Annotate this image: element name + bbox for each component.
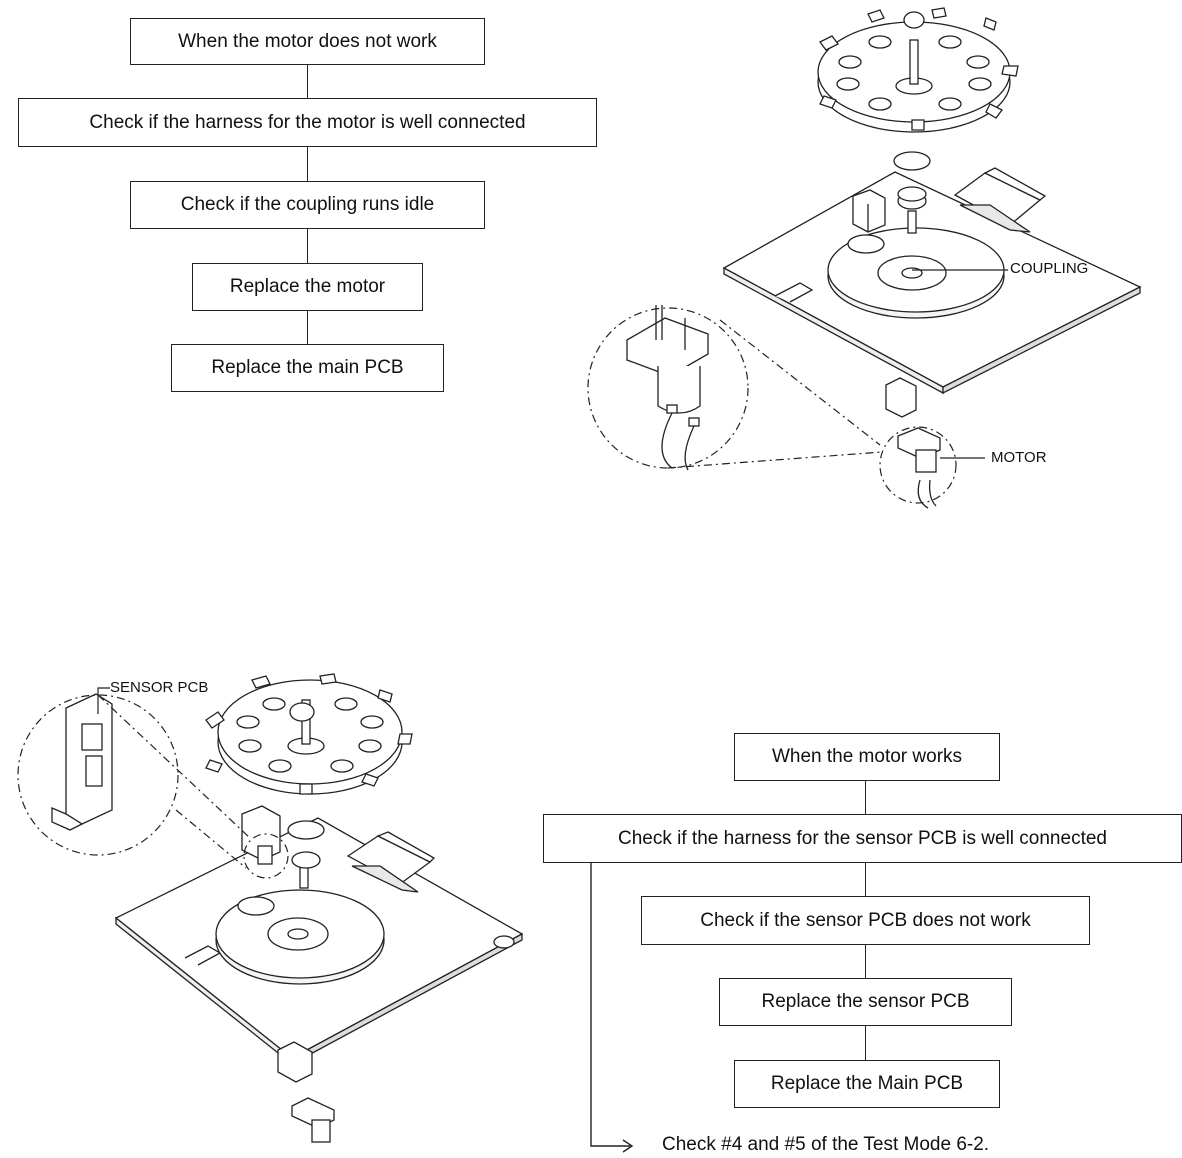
flow-step-motor-not-working: When the motor does not work: [130, 18, 485, 65]
step-text: Check if the harness for the sensor PCB …: [618, 827, 1107, 849]
connector-line: [307, 311, 308, 344]
base-plate: [114, 817, 524, 1059]
flow-step-check-sensor-harness: Check if the harness for the sensor PCB …: [543, 814, 1182, 863]
flow-step-replace-sensor-pcb: Replace the sensor PCB: [719, 978, 1012, 1026]
step-text: When the motor does not work: [178, 30, 437, 52]
step-text: Replace the main PCB: [211, 357, 404, 378]
flow-step-check-motor-harness: Check if the harness for the motor is we…: [18, 98, 597, 147]
connector-line: [865, 944, 866, 978]
connector-line: [307, 64, 308, 98]
connector-line: [307, 229, 308, 263]
flow-step-replace-motor: Replace the motor: [192, 263, 423, 311]
connector-line: [865, 780, 866, 814]
step-text: Replace the sensor PCB: [761, 991, 970, 1012]
step-text: Check if the harness for the motor is we…: [89, 111, 526, 133]
connector-line: [865, 1026, 866, 1060]
connector-line: [307, 147, 308, 181]
step-text: Check if the sensor PCB does not work: [700, 909, 1031, 931]
step-text: Replace the motor: [229, 276, 386, 297]
flow-step-replace-main-pcb: Replace the main PCB: [171, 344, 444, 392]
flow-step-check-coupling: Check if the coupling runs idle: [130, 181, 485, 229]
step-text: Check if the coupling runs idle: [180, 194, 435, 215]
flow-step-replace-main-pcb-2: Replace the Main PCB: [734, 1060, 1000, 1108]
step-text: When the motor works: [771, 746, 963, 767]
connector-line: [865, 862, 866, 896]
flow-step-motor-works: When the motor works: [734, 733, 1000, 781]
motor-label: MOTOR: [991, 449, 1047, 466]
sensor-pcb-label: SENSOR PCB: [110, 679, 209, 696]
flow-step-check-sensor-pcb: Check if the sensor PCB does not work: [641, 896, 1090, 945]
step-text: Replace the Main PCB: [770, 1073, 964, 1094]
coupling-label: COUPLING: [1010, 260, 1089, 277]
base-plate: [722, 171, 1142, 388]
branch-note: Check #4 and #5 of the Test Mode 6-2.: [662, 1134, 990, 1155]
